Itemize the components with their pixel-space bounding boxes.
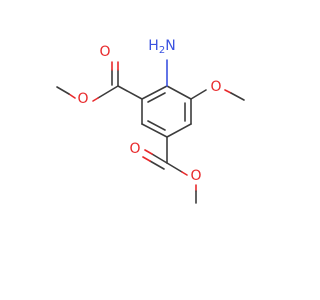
ester1-ether-o-label: O — [77, 91, 88, 107]
ester1-carbonyl-o-label: O — [99, 44, 110, 60]
ring-bond-c6-c1 — [141, 85, 168, 100]
methoxy-o-label: O — [210, 79, 221, 95]
carbonyl2-o-bond-2 — [142, 156, 151, 162]
carbonyl-ether-bond — [97, 85, 119, 99]
ester-group-top: O O — [56, 44, 143, 107]
ester2-ether-o-label: O — [190, 168, 201, 184]
c6-carbonyl-bond — [117, 85, 143, 100]
carbonyl2-o-bond-1 — [144, 149, 153, 155]
amino-group: H2N — [148, 38, 176, 87]
o-ch3-bond-red — [224, 89, 232, 94]
ester-group-bottom: O O — [129, 136, 202, 204]
ring-bond-c1-c2 — [166, 85, 192, 100]
carbonyl2-ether-bond-red — [181, 171, 188, 176]
methoxy-group: O — [190, 79, 245, 101]
ester2-carbonyl-o-label: O — [129, 141, 140, 157]
carbonyl-ether-bond-red — [92, 97, 99, 102]
carbonyl2-ether-bond — [166, 162, 183, 173]
ether-methyl-bond — [56, 86, 70, 95]
ring-bond-c4-c5 — [141, 123, 168, 138]
ring-bond-c3-c4 — [166, 123, 192, 138]
c2-o-bond — [190, 89, 207, 100]
amino-n-label: H2N — [148, 38, 175, 56]
carbonyl2-c-bond-2 — [149, 160, 165, 170]
carbonyl2-c-bond-1 — [151, 153, 168, 164]
benzene-ring — [141, 85, 192, 138]
o-ch3-bond — [230, 92, 245, 101]
molecule-diagram: H2N O O O O O — [56, 38, 245, 204]
ring-double-bond-inner-1 — [147, 92, 166, 103]
ether-methyl-bond-red — [68, 93, 76, 99]
ring-double-bond-inner-3 — [147, 120, 166, 131]
